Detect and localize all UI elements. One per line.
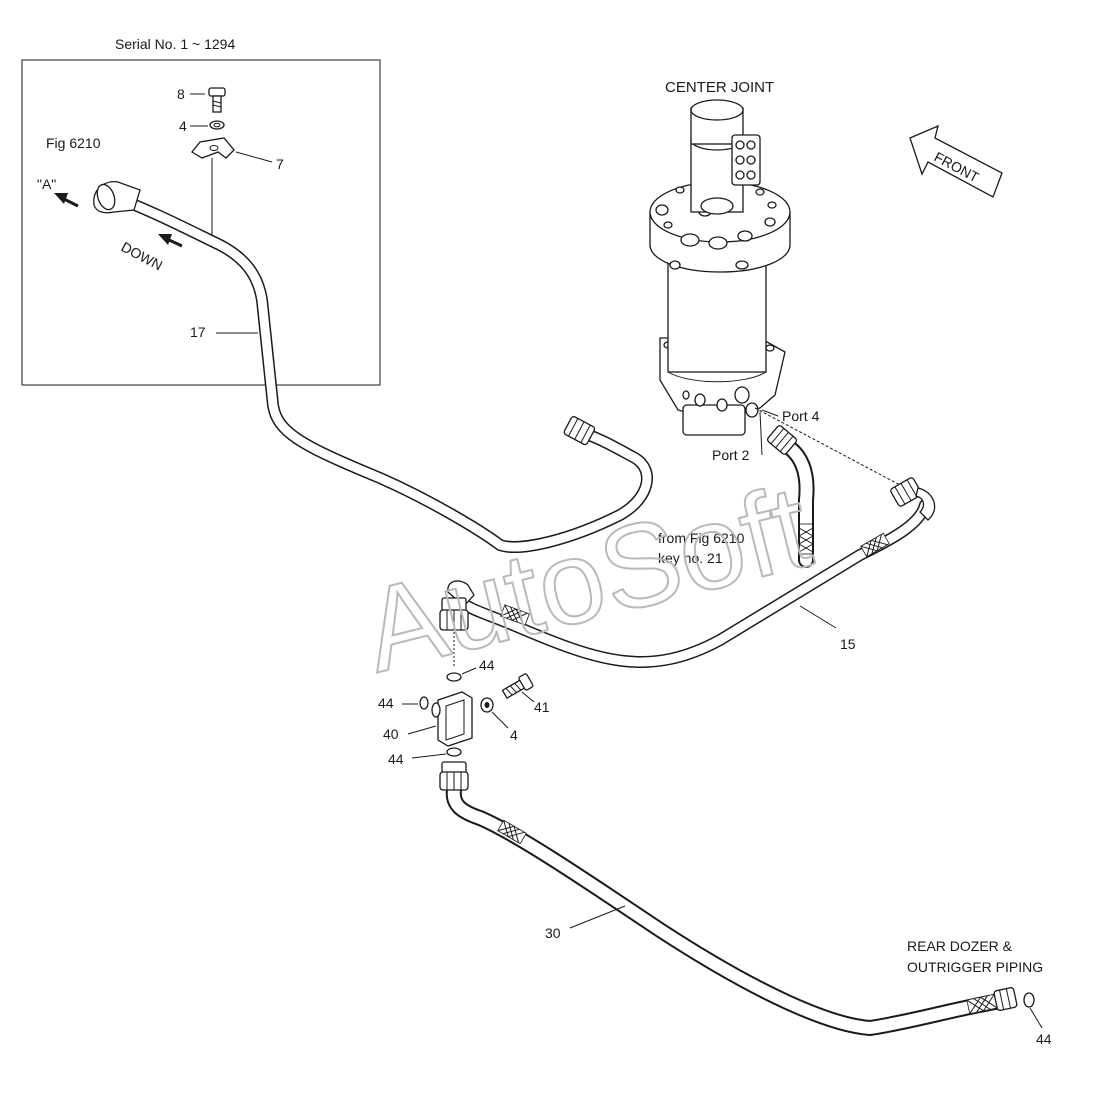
view-a-arrow-icon	[54, 193, 79, 208]
view-a-label: "A"	[37, 176, 56, 192]
callout-4-inset: 4	[179, 118, 187, 134]
callout-40: 40	[383, 726, 399, 742]
rear-dozer-line2: OUTRIGGER PIPING	[907, 959, 1043, 975]
callout-4-tee: 4	[510, 727, 518, 743]
clamp-7-icon	[191, 137, 235, 159]
callout-44-bottom: 44	[388, 751, 404, 767]
from-fig-line1: from Fig 6210	[658, 530, 745, 546]
callout-30: 30	[545, 925, 561, 941]
washer-4-icon	[209, 120, 225, 130]
callout-44-top: 44	[479, 657, 495, 673]
down-label: DOWN	[119, 239, 166, 274]
o-ring-44-left-icon	[419, 696, 429, 710]
o-ring-44-top-icon	[446, 672, 462, 682]
rear-dozer-line1: REAR DOZER &	[907, 938, 1013, 954]
port-4-label: Port 4	[782, 408, 820, 424]
down-arrow-icon	[158, 234, 183, 248]
center-joint-label: CENTER JOINT	[665, 79, 774, 96]
bolt-41-icon	[501, 673, 534, 699]
port-2-label: Port 2	[712, 447, 750, 463]
front-arrow-icon: FRONT	[909, 124, 1003, 198]
callout-44-end: 44	[1036, 1031, 1052, 1047]
pipe-17	[93, 181, 653, 553]
callout-17: 17	[190, 324, 206, 340]
inset-frame	[21, 59, 381, 386]
center-joint-assembly	[649, 99, 791, 436]
hose-from-port-2	[766, 425, 815, 568]
inset-fig-label: Fig 6210	[46, 135, 101, 151]
bolt-8-icon	[208, 87, 226, 113]
hose-30	[439, 761, 1018, 1036]
callout-7: 7	[276, 156, 284, 172]
callout-41: 41	[534, 699, 550, 715]
o-ring-44-bottom-icon	[446, 747, 462, 757]
tee-fitting-40-icon	[431, 691, 473, 747]
callout-8: 8	[177, 86, 185, 102]
o-ring-44-end-icon	[1023, 992, 1035, 1008]
serial-range-label: Serial No. 1 ~ 1294	[115, 36, 235, 52]
callout-44-left: 44	[378, 695, 394, 711]
hose-15	[439, 477, 936, 668]
from-fig-line2: key no. 21	[658, 550, 723, 566]
callout-15: 15	[840, 636, 856, 652]
